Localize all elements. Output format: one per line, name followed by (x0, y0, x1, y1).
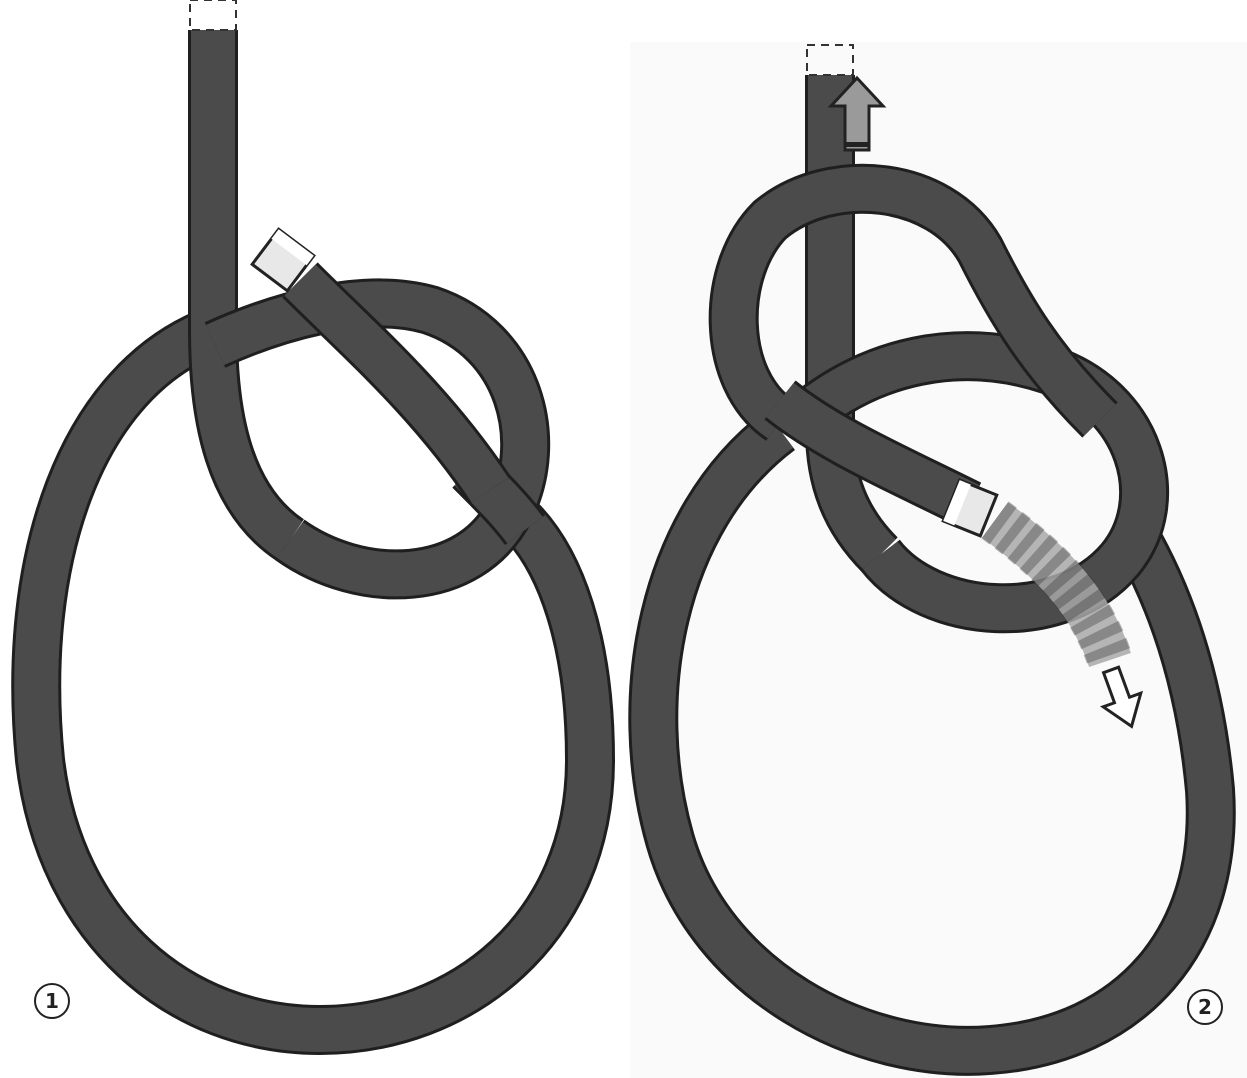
step-2-panel: 2 (630, 0, 1247, 1078)
step-number-badge: 1 (34, 983, 70, 1019)
step-2-diagram (630, 0, 1247, 1078)
rope-working-end (252, 229, 490, 490)
step-number-badge: 2 (1187, 989, 1223, 1025)
down-right-arrow-icon (1092, 663, 1150, 733)
step-1-diagram (0, 0, 630, 1078)
step-1-panel: 1 (0, 0, 630, 1078)
